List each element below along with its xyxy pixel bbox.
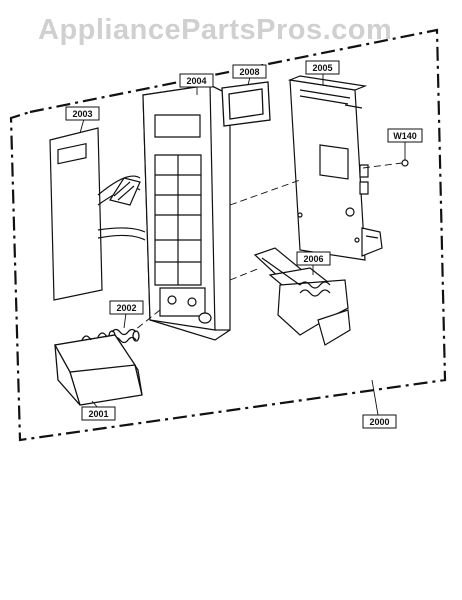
part-w140-screw[interactable] xyxy=(402,160,408,166)
watermark-text: AppliancePartsPros.com xyxy=(38,14,393,46)
part-2008-window[interactable] xyxy=(222,82,270,126)
label-2008: 2008 xyxy=(232,64,267,79)
label-2004: 2004 xyxy=(179,73,214,88)
svg-text:2002: 2002 xyxy=(116,303,136,313)
svg-text:2005: 2005 xyxy=(312,63,332,73)
svg-text:2003: 2003 xyxy=(72,109,92,119)
label-2005: 2005 xyxy=(305,60,340,75)
label-leaders xyxy=(79,73,406,416)
svg-text:2001: 2001 xyxy=(88,409,108,419)
assembly-guide-lines xyxy=(134,162,403,331)
part-2001-door-button[interactable] xyxy=(55,333,142,405)
svg-text:2004: 2004 xyxy=(186,76,206,86)
svg-text:2000: 2000 xyxy=(369,417,389,427)
keypad-grid xyxy=(155,155,201,285)
assembly-boundary xyxy=(9,28,447,442)
svg-text:2006: 2006 xyxy=(303,254,323,264)
label-2006: 2006 xyxy=(296,251,331,266)
label-2001: 2001 xyxy=(81,406,116,421)
label-w140: W140 xyxy=(387,128,423,143)
part-2005-control-board[interactable] xyxy=(290,76,382,260)
svg-text:W140: W140 xyxy=(393,131,417,141)
label-2000: 2000 xyxy=(362,414,397,429)
part-2006-latch-assembly[interactable] xyxy=(255,248,350,345)
latch-springs xyxy=(300,282,330,296)
part-2004-control-panel-frame[interactable] xyxy=(143,85,230,340)
label-2002: 2002 xyxy=(109,300,144,315)
part-2003-panel-film[interactable] xyxy=(50,128,145,300)
label-2003: 2003 xyxy=(65,106,100,121)
svg-text:2008: 2008 xyxy=(239,67,259,77)
